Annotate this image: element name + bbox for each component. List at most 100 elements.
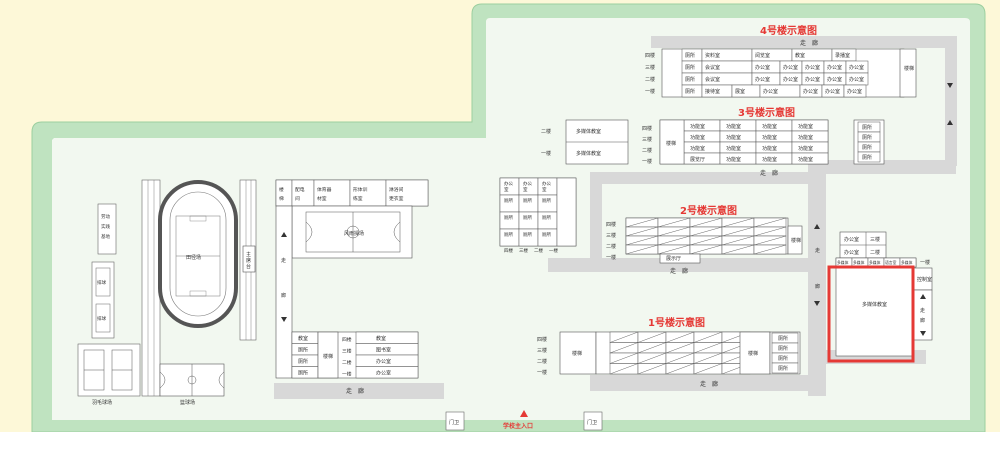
mm-row1-floor: 三楼 [870, 236, 880, 243]
gym-right-cell-label: 办公室 [376, 370, 391, 377]
b4-room-label: 办公室 [849, 76, 864, 83]
b1-right-room-label: 厕所 [778, 365, 788, 372]
b4-room-label: 办公室 [827, 64, 842, 71]
b2-floor-label: 一楼 [606, 254, 616, 261]
gym-top-room-label-2: 梯 [279, 195, 284, 202]
b1-right-room [771, 362, 799, 374]
b3-room-label: 功能室 [726, 145, 741, 152]
b4-room-label: 办公室 [847, 88, 862, 95]
office-cell-label-2: 室 [542, 186, 547, 193]
b3-floor-label: 一楼 [642, 158, 652, 165]
b4-room-label: 厕所 [685, 64, 695, 71]
multimedia-building: 办公室 三楼 办公室 二楼 多媒体多媒体多媒体语言室多媒体 一楼 多媒体教室 控… [814, 83, 953, 363]
b2-hatch-line [721, 244, 755, 255]
gym-top-room-label-2: 更衣室 [389, 195, 404, 202]
b4-room-label: 厕所 [685, 88, 695, 95]
gym-top-room-label-2: 练室 [353, 195, 363, 202]
b1-left-stairs: 楼梯 [572, 350, 582, 357]
building-3: 3号楼示意图 多媒体教室 多媒体教室 二楼 一楼 四楼三楼二楼一楼 功能室功能室… [541, 106, 885, 177]
b3-room-label: 功能室 [798, 156, 813, 163]
track-label: 田径场 [186, 254, 201, 261]
b2-corridor: 走 廊 [670, 267, 688, 275]
stage-label-1: 主 [246, 251, 251, 258]
gym-building: 楼梯配电间体育器材室形体训练室淋浴间更衣室 风雨操场 走 廊 教室教室厕所图书室… [275, 179, 429, 395]
office-cell-label-2: 室 [504, 186, 509, 193]
right-gate-label: 门卫 [587, 419, 597, 426]
office-cell-label: 厕所 [504, 197, 513, 204]
b3-floor-label: 二楼 [642, 147, 652, 154]
b1-hatch-line [693, 363, 723, 375]
b4-room-label: 会议室 [705, 76, 720, 83]
stage-label-2: 席 [246, 257, 251, 264]
b3-room-label: 功能室 [690, 123, 705, 130]
gym-floor-label: 二楼 [342, 359, 352, 366]
bottom-strip [0, 432, 1000, 451]
b4-room-label: 办公室 [827, 76, 842, 83]
fitness-label: 劳动 [101, 213, 110, 220]
office-cell-label: 厕所 [504, 231, 513, 238]
b4-room-label: 办公室 [783, 64, 798, 71]
vert-corr-1: 走 [815, 248, 820, 254]
b4-room-label: 会议室 [705, 64, 720, 71]
building-4-stairs: 楼梯 [904, 65, 914, 72]
b3-room-label: 功能室 [690, 145, 705, 152]
b2-hatch-line [689, 226, 723, 237]
b2-hatch-line [689, 244, 723, 255]
b2-hatch-line [753, 226, 787, 237]
b2-hatch-line [657, 244, 691, 255]
b4-room-label: 阅览室 [755, 52, 770, 59]
b1-hatch-line [693, 352, 723, 364]
svg-text:基地: 基地 [101, 233, 110, 240]
office-cell-label: 办公 [504, 180, 513, 187]
b3-floor-label: 四楼 [642, 125, 652, 132]
b4-floor-label: 二楼 [645, 76, 655, 83]
b3-stairs [659, 119, 685, 165]
office-stairs [556, 177, 577, 247]
b1-hatch-line [665, 352, 695, 364]
b3-room-label: 功能室 [762, 145, 777, 152]
b2-hatch-line [689, 235, 723, 246]
b3-left-floor-2: 一楼 [541, 150, 551, 157]
gym-top-room [291, 179, 315, 207]
b3-room-label: 功能室 [726, 156, 741, 163]
main-entrance-label: 学校主入口 [503, 422, 533, 430]
b2-hatch-line [753, 235, 787, 246]
b4-room-label: 办公室 [783, 76, 798, 83]
b4-room-label: 办公室 [755, 64, 770, 71]
office-cell-label: 厕所 [542, 231, 551, 238]
gym-top-room [385, 179, 429, 207]
b4-floor-label: 一楼 [645, 88, 655, 95]
office-column: 办公室办公室办公室厕所厕所厕所厕所厕所厕所厕所厕所厕所 四楼三楼二楼一楼 [499, 177, 577, 254]
b1-hatch-line [637, 363, 667, 375]
b2-hatch-line [625, 217, 659, 228]
pingpong-label: 排球 [97, 279, 106, 286]
gym-floor-label: 一楼 [342, 371, 352, 378]
b4-floor-label: 四楼 [645, 52, 655, 59]
b4-room-label: 办公室 [763, 88, 778, 95]
b1-right-stairs: 楼梯 [748, 350, 758, 357]
b1-hatch-line [637, 331, 667, 343]
b4-room-label: 教室 [795, 52, 805, 59]
b4-room [843, 84, 867, 98]
b4-room-label: 厕所 [685, 76, 695, 83]
building-1-title: 1号楼示意图 [648, 316, 705, 329]
b2-hatch-line [657, 226, 691, 237]
b3-floor-label: 三楼 [642, 136, 652, 143]
gym-right-cell [355, 366, 419, 379]
b3-right-room-label: 厕所 [862, 134, 872, 141]
b2-hatch-line [753, 244, 787, 255]
mm-row2-floor: 二楼 [870, 249, 880, 256]
b1-floor-label: 一楼 [537, 369, 547, 376]
office-cell-label: 厕所 [523, 214, 532, 221]
b2-hatch-line [721, 235, 755, 246]
b1-hatch-line [693, 331, 723, 343]
gym-floor-label: 四楼 [342, 336, 352, 343]
office-floor-label: 二楼 [534, 247, 543, 254]
b3-corridor: 走 廊 [760, 169, 778, 177]
b3-room-label: 功能室 [798, 145, 813, 152]
b4-room-label: 资料室 [705, 52, 720, 59]
b4-room-label: 办公室 [825, 88, 840, 95]
b1-hatch-line [609, 331, 639, 343]
b2-hatch-line [625, 235, 659, 246]
